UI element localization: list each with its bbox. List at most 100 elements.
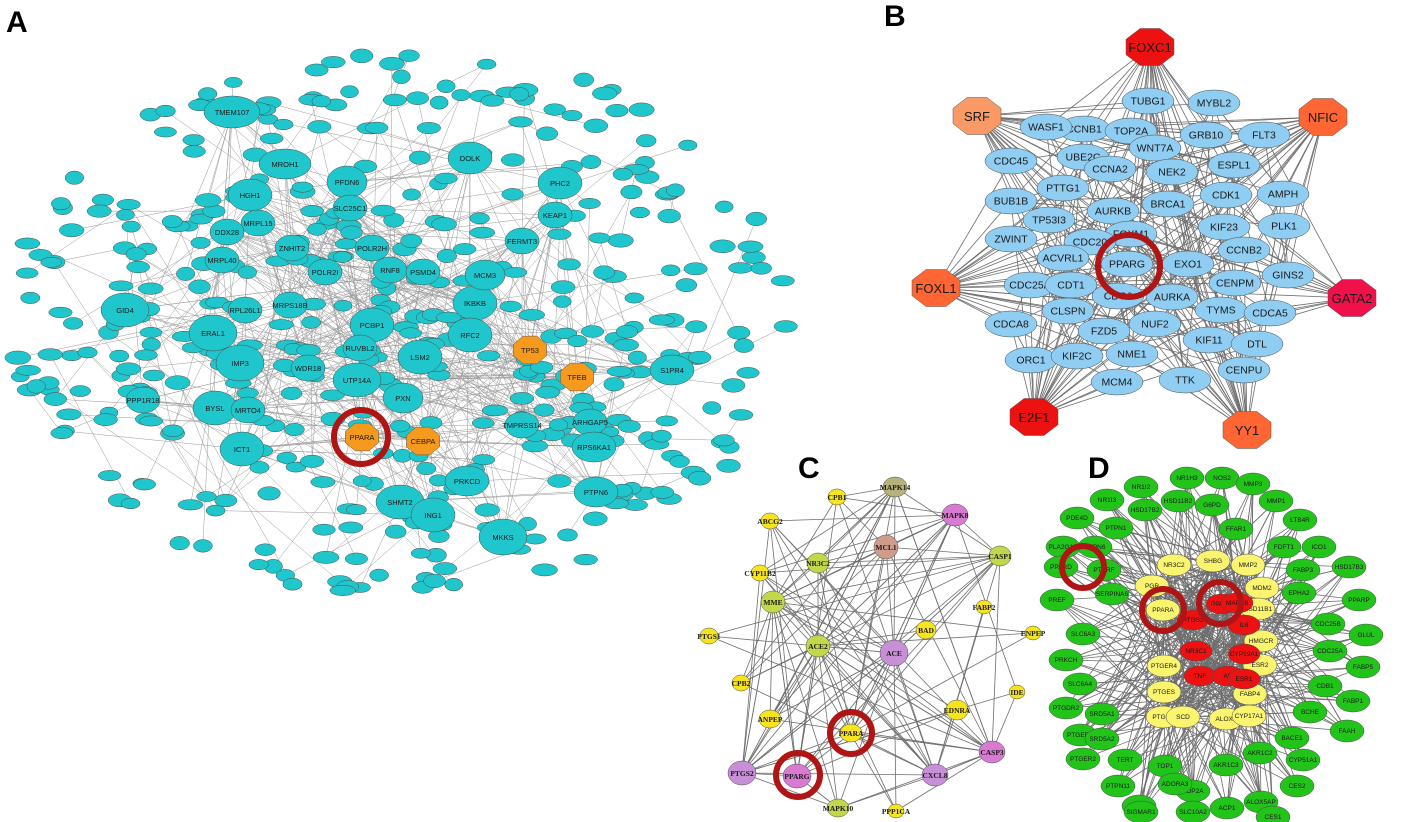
panel-c-network: CPB1MAPK14MAPK8ABCG2MCL1NR3C2CASP1CYP11B…: [697, 476, 1046, 819]
panel-b-node-pparg-label: PPARG: [1109, 259, 1145, 271]
panel-a-minor-node: [370, 204, 396, 217]
panel-a-node-mrps18b-label: MRPS18B: [272, 301, 307, 310]
panel-b-node-zwint-label: ZWINT: [994, 234, 1028, 246]
panel-a-node-wdr18-label: WDR18: [295, 364, 321, 373]
panel-c-node-cxcl8-label: CXCL8: [922, 771, 947, 780]
panel-d-outer-akr1c2-label: AKR1C2: [1247, 750, 1273, 757]
panel-b-node-fzd5-label: FZD5: [1091, 326, 1117, 338]
panel-a-minor-node: [116, 209, 135, 221]
panel-d-outer-slc6a4-label: SLC6A4: [1068, 681, 1093, 688]
panel-a-minor-node: [141, 337, 161, 352]
panel-c-node-ppara: PPARA: [839, 723, 864, 743]
panel-d-outer-akr1c2: AKR1C2: [1242, 741, 1278, 765]
panel-a-minor-node: [741, 250, 766, 264]
panel-d-outer-fabp5-label: FABP5: [1353, 664, 1374, 671]
panel-d-outer-slc6a4: SLC6A4: [1062, 672, 1098, 696]
panel-d-outer-top1-label: TOP1: [1157, 763, 1174, 770]
panel-a-node-ing1-label: ING1: [424, 511, 442, 520]
panel-c-node-anpep: ANPEP: [758, 709, 783, 729]
panel-b-node-top2a-label: TOP2A: [1114, 126, 1148, 138]
panel-a-minor-node: [416, 122, 441, 134]
panel-a-minor-node: [137, 282, 164, 295]
panel-b-node-exo1-label: EXO1: [1174, 259, 1202, 271]
panel-a-minor-node: [37, 348, 63, 361]
panel-a-minor-node: [480, 94, 505, 107]
panel-b-node-tyms: TYMS: [1194, 296, 1248, 324]
panel-b-node-plk1: PLK1: [1257, 212, 1311, 240]
panel-a-minor-node: [444, 577, 463, 592]
panel-a-minor-node: [248, 559, 269, 571]
panel-a-minor-node: [133, 478, 156, 491]
panel-d-middle-mmp2: MMP2: [1230, 553, 1266, 577]
panel-b-node-nek2-label: NEK2: [1158, 167, 1186, 179]
panel-d-outer-prkch: PRKCH: [1048, 648, 1084, 672]
panel-a-highlight-ring: [331, 407, 391, 467]
panel-a-minor-node: [193, 539, 213, 553]
panel-d-outer-g6pd-label: G6PD: [1203, 502, 1221, 509]
panel-a-minor-node: [164, 375, 191, 390]
panel-a-minor-node: [451, 89, 471, 102]
panel-c-node-mcl1: MCL1: [873, 534, 899, 560]
panel-a-minor-node: [154, 126, 177, 138]
panel-a-node-keap1-label: KEAP1: [543, 211, 567, 220]
panel-a-minor-node: [40, 256, 62, 268]
panel-a-node-pcbp1-label: PCBP1: [360, 321, 385, 330]
panel-a-minor-node: [338, 521, 364, 534]
panel-a-node-polr2h-label: POLR2H: [357, 244, 387, 253]
panel-a-node-prkcd-label: PRKCD: [454, 477, 481, 486]
panel-d-middle-ptger4: PTGER4: [1146, 654, 1182, 678]
panel-a-minor-node: [477, 350, 500, 362]
panel-d-middle-cyp17a1: CYP17A1: [1231, 704, 1267, 728]
panel-a-minor-node: [329, 584, 356, 596]
panel-a-node-ddx28-label: DDX28: [215, 228, 239, 237]
panel-c-node-anpep-label: ANPEP: [758, 715, 783, 724]
panel-a-node-rfc2-label: RFC2: [460, 331, 480, 340]
panel-a-minor-node: [169, 536, 190, 551]
panel-a-minor-node: [20, 291, 41, 304]
panel-a-minor-node: [770, 275, 795, 287]
panel-d-middle-nr3c2-label: NR3C2: [1163, 562, 1185, 569]
panel-a-minor-node: [501, 153, 525, 167]
panel-a-minor-node: [56, 408, 82, 421]
panel-b-node-clspn-label: CLSPN: [1050, 306, 1085, 318]
panel-a-node-mrpl15: MRPL15: [240, 209, 276, 237]
panel-d-middle-nr3c2: NR3C2: [1156, 553, 1192, 577]
panel-b-node-ccna2-label: CCNA2: [1092, 164, 1128, 176]
panel-a-minor-node: [98, 470, 122, 482]
panel-a-minor-node: [592, 86, 618, 101]
panel-d-outer-srd5a1: SRD5A1: [1084, 702, 1120, 726]
panel-d-outer-hsd17b3-label: HSD17B3: [1335, 564, 1364, 571]
panel-d-outer-srd5a1-label: SRD5A1: [1089, 711, 1115, 718]
panel-a-node-fermt3-label: FERMT3: [507, 237, 537, 246]
panel-d-core-tnf: TNF: [1183, 665, 1217, 687]
panel-b-node-cdc25a-label: CDC25A: [1009, 280, 1050, 292]
panel-a-minor-node: [554, 327, 578, 340]
panel-a-node-bysl: BYSL: [192, 390, 238, 426]
panel-a-minor-node: [320, 389, 345, 401]
panel-a-minor-node: [533, 403, 555, 417]
panel-a-minor-node: [581, 325, 604, 338]
panel-a-minor-node: [750, 262, 772, 275]
panel-d-outer-fabp1-label: FABP1: [1343, 698, 1364, 705]
panel-a-minor-node: [321, 56, 346, 69]
panel-b-tf-gata2: GATA2: [1327, 279, 1377, 317]
panel-c-node-abcg2: ABCG2: [757, 512, 783, 530]
panel-d-outer-pparp: PPARP: [1341, 588, 1377, 612]
panel-a-node-mroh1: MROH1: [258, 148, 312, 180]
panel-c-node-ednra-label: EDNRA: [944, 706, 971, 715]
panel-c-node-ace2-label: ACE2: [808, 642, 828, 651]
panel-c-node-mapk8: MAPK8: [942, 503, 969, 527]
panel-d-outer-nr1i2: NR1I2: [1123, 475, 1159, 499]
panel-d-middle-mdm2: MDM2: [1244, 576, 1280, 600]
panel-b-node-acvrl1: ACVRL1: [1036, 244, 1090, 272]
panel-b-node-wnt7a: WNT7A: [1128, 134, 1182, 162]
panel-a-node-rnf8: RNF8: [372, 256, 408, 284]
panel-c-node-cyp11b2: CYP11B2: [744, 564, 776, 582]
panel-a-node-pfdn6: PFDN6: [326, 165, 368, 199]
panel-d-outer-ptpn1-label: PTPN1: [1106, 525, 1127, 532]
panel-d-outer-cdc25a-label: CDC25A: [1317, 648, 1343, 655]
panel-d-outer-ptpn11: PTPN11: [1100, 774, 1136, 798]
panel-d-outer-ltb4r-label: LTB4R: [1290, 517, 1310, 524]
